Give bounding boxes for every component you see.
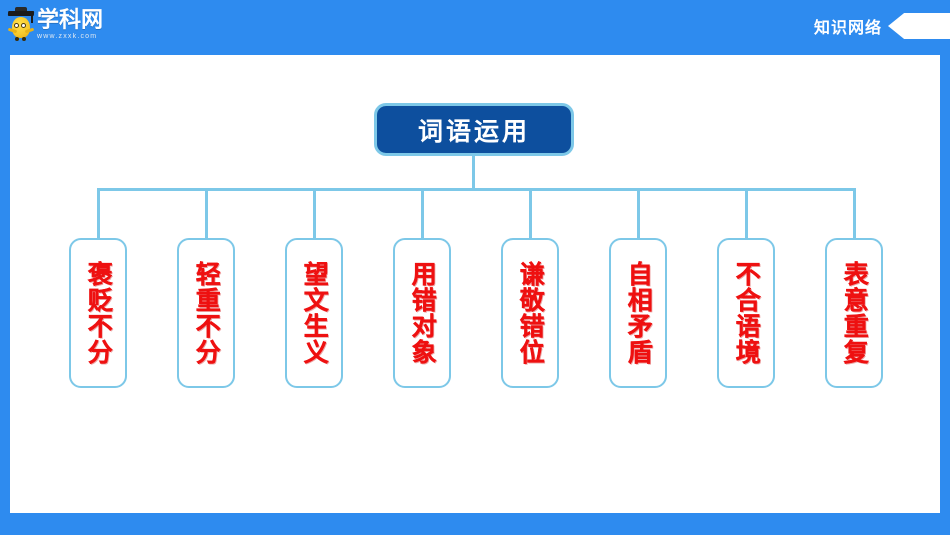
diagram-leaf-label: 谦敬错位 [516,261,545,365]
diagram-leaf-label: 望文生义 [300,261,329,365]
brand-logo: 学科网 www.zxxk.com [7,2,128,46]
connector-drop-1 [97,190,100,238]
connector-root-stem [472,156,475,190]
brand-text-block: 学科网 www.zxxk.com [37,6,104,40]
connector-horizontal-bus [97,188,856,191]
diagram-leaf-node-3[interactable]: 望文生义 [285,238,343,388]
connector-drop-8 [853,190,856,238]
graduation-cap-mascot-icon [7,7,35,41]
brand-name: 学科网 [37,6,104,32]
connector-drop-4 [421,190,424,238]
connector-drop-2 [205,190,208,238]
mascot-eye-right [21,23,26,28]
brand-url: www.zxxk.com [37,32,98,40]
left-pointing-arrow-banner-icon [888,13,950,39]
diagram-leaf-node-6[interactable]: 自相矛盾 [609,238,667,388]
diagram-root-label: 词语运用 [417,117,530,146]
diagram-leaf-label: 不合语境 [732,261,761,365]
diagram-leaf-label: 自相矛盾 [624,261,653,365]
connector-drop-7 [745,190,748,238]
diagram-leaf-node-1[interactable]: 褒贬不分 [69,238,127,388]
connector-drop-6 [637,190,640,238]
connector-drop-5 [529,190,532,238]
mascot-eye-left [14,23,19,28]
cap-tassel-icon [31,15,33,23]
diagram-leaf-label: 用错对象 [408,261,437,365]
diagram-leaf-label: 表意重复 [840,261,869,365]
mascot-leg-right [22,37,26,41]
diagram-leaf-node-2[interactable]: 轻重不分 [177,238,235,388]
diagram-leaf-node-4[interactable]: 用错对象 [393,238,451,388]
diagram-leaf-node-5[interactable]: 谦敬错位 [501,238,559,388]
section-banner-label: 知识网络 [813,20,882,37]
cap-crown-icon [15,7,27,13]
diagram-leaf-label: 褒贬不分 [84,261,113,365]
diagram-leaf-node-7[interactable]: 不合语境 [717,238,775,388]
connector-drop-3 [313,190,316,238]
diagram-root-node[interactable]: 词语运用 [374,103,574,156]
section-banner: 知识网络 [814,10,950,42]
mascot-leg-left [15,37,19,41]
diagram-leaf-node-8[interactable]: 表意重复 [825,238,883,388]
diagram-leaf-label: 轻重不分 [192,261,221,365]
